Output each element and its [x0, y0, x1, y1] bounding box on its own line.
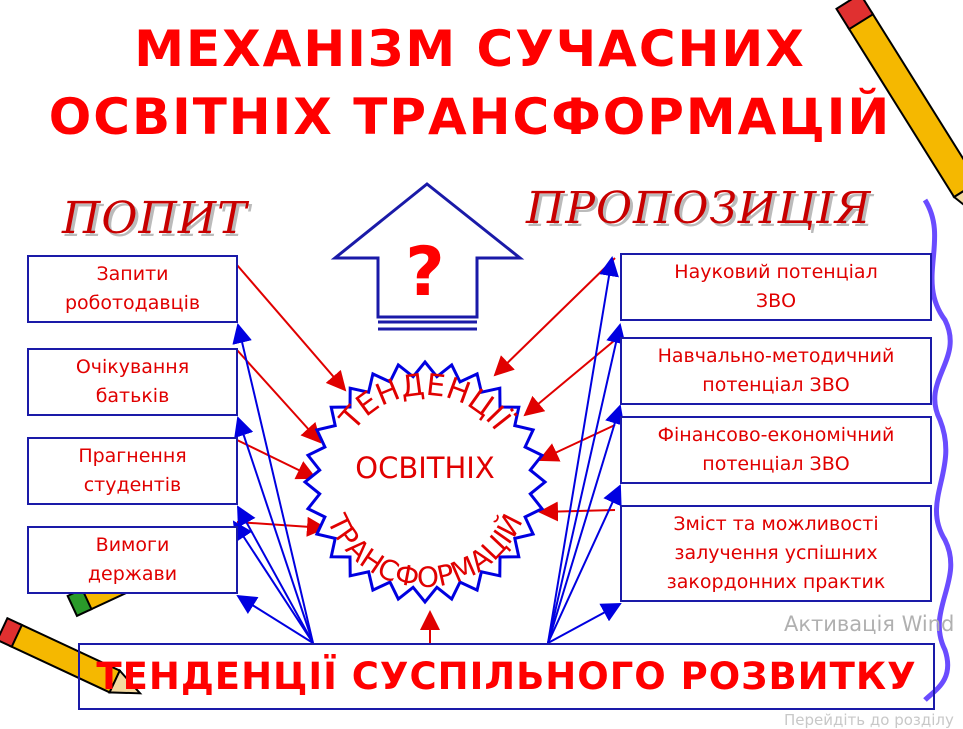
- decorative-squiggle: [922, 198, 954, 702]
- red-arrow: [538, 424, 616, 462]
- demand-item-students: Прагнення студентів: [27, 437, 238, 505]
- bottom-bar: ТЕНДЕНЦІЇ СУСПІЛЬНОГО РОЗВИТКУ: [78, 643, 935, 710]
- up-arrow-icon: [330, 182, 525, 319]
- supply-item-methodical: Навчально-методичний потенціал ЗВО: [620, 337, 932, 405]
- title-line-2: ОСВІТНІХ ТРАНСФОРМАЦІЙ: [48, 88, 892, 146]
- blue-arrow: [236, 594, 314, 644]
- demand-item-employers: Запити роботодавців: [27, 255, 238, 323]
- red-arrow: [236, 439, 317, 480]
- blue-arrow: [547, 256, 619, 644]
- supply-heading: ПРОПОЗИЦІЯ: [526, 183, 872, 234]
- red-arrow: [493, 257, 616, 377]
- blue-arrow: [547, 404, 625, 644]
- supply-item-financial: Фінансово-економічний потенціал ЗВО: [620, 416, 932, 484]
- watermark-line-2: Перейдіть до розділу: [784, 711, 954, 729]
- supply-item-foreign-practices: Зміст та можливості залучення успішних з…: [620, 505, 932, 602]
- blue-arrow: [234, 416, 314, 644]
- center-text-middle: ОСВІТНІХ: [355, 451, 494, 485]
- red-arrow: [236, 264, 347, 392]
- red-arrow: [523, 339, 616, 417]
- demand-item-parents: Очікування батьків: [27, 348, 238, 416]
- blue-arrow: [547, 484, 622, 644]
- star-badge: [302, 359, 548, 605]
- red-arrow: [236, 349, 322, 444]
- blue-arrow: [232, 323, 314, 644]
- title-line-1: МЕХАНІЗМ СУЧАСНИХ: [134, 20, 806, 78]
- pencil-icon: [0, 616, 143, 695]
- question-mark: ?: [405, 233, 444, 312]
- blue-arrow: [232, 520, 314, 644]
- watermark-line-1: Активація Wind: [784, 612, 955, 636]
- demand-heading: ПОПИТ: [62, 193, 248, 244]
- blue-arrow: [547, 603, 622, 644]
- demand-item-state: Вимоги держави: [27, 526, 238, 594]
- pencil-icon: [835, 0, 963, 227]
- blue-arrow: [547, 323, 626, 644]
- supply-item-scientific: Науковий потенціал ЗВО: [620, 253, 932, 321]
